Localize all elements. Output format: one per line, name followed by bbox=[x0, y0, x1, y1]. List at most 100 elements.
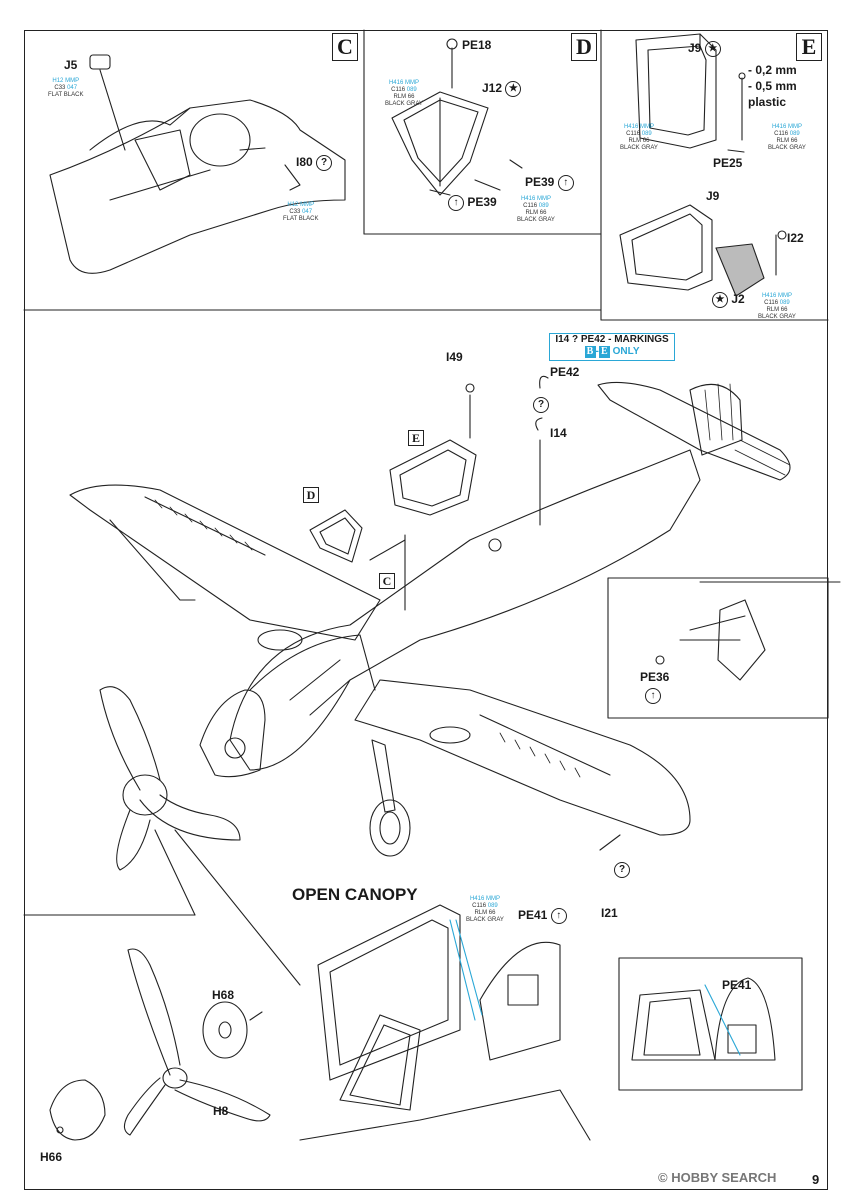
panel-e-letter: E bbox=[796, 33, 822, 61]
paint-code-c-top: H12 MMP C33 047 FLAT BLACK bbox=[48, 78, 83, 99]
part-j5-label: J5 bbox=[64, 58, 78, 72]
paint-mmp-label: MMP bbox=[300, 202, 315, 208]
paint-name: BLACK GRAY bbox=[758, 314, 796, 320]
paint-mmp-label: MMP bbox=[639, 124, 654, 130]
markings-note: I14 ? PE42 - MARKINGS B-E ONLY bbox=[549, 333, 675, 361]
paint-h-code: H416 bbox=[520, 196, 536, 202]
paint-name: RLM 66 bbox=[628, 138, 650, 144]
thickness-legend: - 0,2 mm - 0,5 mm plastic bbox=[748, 62, 797, 110]
paint-mmp-label: MMP bbox=[65, 78, 80, 84]
markings-note-text: I14 ? PE42 - MARKINGS bbox=[555, 334, 669, 345]
paint-name: BLACK GRAY bbox=[768, 145, 806, 151]
part-pe39-text: PE39 bbox=[525, 175, 555, 190]
main-letter-c: C bbox=[379, 573, 395, 589]
panel-c-fuselage bbox=[49, 99, 346, 274]
question-icon: ? bbox=[533, 397, 549, 413]
panel-c-letter: C bbox=[332, 33, 358, 61]
question-icon: ? bbox=[316, 155, 333, 171]
paint-name: RLM 66 bbox=[393, 94, 415, 100]
part-i21-label: I21 bbox=[601, 906, 618, 920]
paint-code-c-bottom: H12 MMP C33 047 FLAT BLACK bbox=[283, 202, 318, 223]
part-pe39-label-a: PE39 ↑ bbox=[525, 175, 574, 191]
question-i14: ? bbox=[533, 397, 549, 413]
bend-arrow-icon: ↑ bbox=[448, 195, 464, 211]
paint-name: BLACK GRAY bbox=[620, 145, 658, 151]
paint-mmp-code: 047 bbox=[67, 85, 78, 91]
paint-h-code: H416 bbox=[388, 80, 404, 86]
paint-mmp-code: 089 bbox=[538, 203, 549, 209]
paint-mmp-label: MMP bbox=[485, 896, 500, 902]
part-h8-label: H8 bbox=[213, 1104, 229, 1118]
part-i14-label: I14 bbox=[550, 426, 567, 440]
main-landing-gear bbox=[371, 739, 396, 813]
bend-arrow-icon: ↑ bbox=[645, 688, 661, 704]
main-right-wing bbox=[354, 679, 691, 836]
marking-only-text: ONLY bbox=[612, 346, 640, 357]
paint-mmp-code: 089 bbox=[789, 131, 800, 137]
paint-mmp-label: MMP bbox=[536, 196, 551, 202]
paint-code-e-bottom: H416 MMP C116 089 RLM 66 BLACK GRAY bbox=[758, 293, 796, 321]
open-canopy-line-art bbox=[317, 904, 461, 1081]
panel-d-letter: D bbox=[571, 33, 597, 61]
main-tailplane bbox=[597, 381, 791, 481]
bend-arrow-pe36: ↑ bbox=[645, 688, 661, 704]
marking-dash: - bbox=[595, 346, 599, 357]
page-number: 9 bbox=[812, 1172, 820, 1187]
inset-pe41-label: PE41 bbox=[722, 978, 752, 992]
thickness-plastic: plastic bbox=[748, 95, 787, 109]
paint-mmp-code: 089 bbox=[641, 131, 652, 137]
paint-mmp-label: MMP bbox=[404, 80, 419, 86]
paint-name: RLM 66 bbox=[776, 138, 798, 144]
part-h68-label: H68 bbox=[212, 988, 235, 1002]
paint-mmp-label: MMP bbox=[787, 124, 802, 130]
question-icon: ? bbox=[614, 862, 630, 878]
star-icon: ★ bbox=[704, 41, 721, 57]
paint-c-code: C116 bbox=[391, 87, 406, 93]
bend-arrow-icon: ↑ bbox=[550, 908, 567, 924]
main-letter-d: D bbox=[303, 487, 319, 503]
paint-h-code: H416 bbox=[469, 896, 485, 902]
paint-name: RLM 66 bbox=[474, 910, 496, 916]
paint-mmp-label: MMP bbox=[777, 293, 792, 299]
paint-name: BLACK GRAY bbox=[517, 217, 555, 223]
part-j9-text: J9 bbox=[688, 41, 702, 56]
paint-c-code: C116 bbox=[523, 203, 538, 209]
paint-mmp-code: 089 bbox=[406, 87, 417, 93]
open-canopy-title: OPEN CANOPY bbox=[292, 885, 418, 904]
marking-e-badge: E bbox=[598, 346, 610, 358]
paint-code-d-top: H416 MMP C116 089 RLM 66 BLACK GRAY bbox=[385, 80, 423, 108]
paint-c-code: C116 bbox=[472, 903, 487, 909]
main-letter-e: E bbox=[408, 430, 424, 446]
paint-name: BLACK GRAY bbox=[385, 101, 423, 107]
star-icon: ★ bbox=[712, 292, 728, 308]
part-pe39-label-b: ↑ PE39 bbox=[448, 195, 497, 211]
paint-name: FLAT BLACK bbox=[283, 216, 319, 222]
part-pe41-text: PE41 bbox=[518, 908, 548, 923]
paint-name: RLM 66 bbox=[525, 210, 547, 216]
bend-arrow-icon: ↑ bbox=[557, 175, 574, 191]
paint-name: BLACK GRAY bbox=[466, 917, 504, 923]
part-j12-label: J12 ★ bbox=[482, 81, 522, 97]
panel-d-windscreen bbox=[391, 91, 489, 196]
main-left-wing bbox=[69, 484, 381, 641]
part-pe25-label: PE25 bbox=[713, 156, 743, 170]
paint-code-e-left: H416 MMP C116 089 RLM 66 BLACK GRAY bbox=[620, 124, 658, 152]
paint-h-code: H416 bbox=[623, 124, 639, 130]
paint-c-code: C33 bbox=[54, 85, 66, 91]
star-icon: ★ bbox=[505, 81, 522, 97]
part-pe41-label: PE41 ↑ bbox=[518, 908, 567, 924]
panel-e-canopy-bottom bbox=[619, 204, 713, 291]
part-i22-label: I22 bbox=[787, 231, 804, 245]
part-pe18-label: PE18 bbox=[462, 38, 492, 52]
main-fuselage bbox=[229, 449, 701, 771]
paint-h-code: H12 bbox=[287, 202, 299, 208]
paint-code-open-canopy: H416 MMP C116 089 RLM 66 BLACK GRAY bbox=[466, 896, 504, 924]
part-j9-top-label: J9 ★ bbox=[688, 41, 721, 57]
watermark: © HOBBY SEARCH bbox=[658, 1170, 777, 1185]
main-propeller bbox=[99, 686, 161, 791]
part-h66-label: H66 bbox=[40, 1150, 63, 1164]
main-canopy-e bbox=[389, 439, 477, 516]
paint-c-code: C116 bbox=[626, 131, 641, 137]
part-j2-label: ★ J2 bbox=[712, 292, 745, 308]
